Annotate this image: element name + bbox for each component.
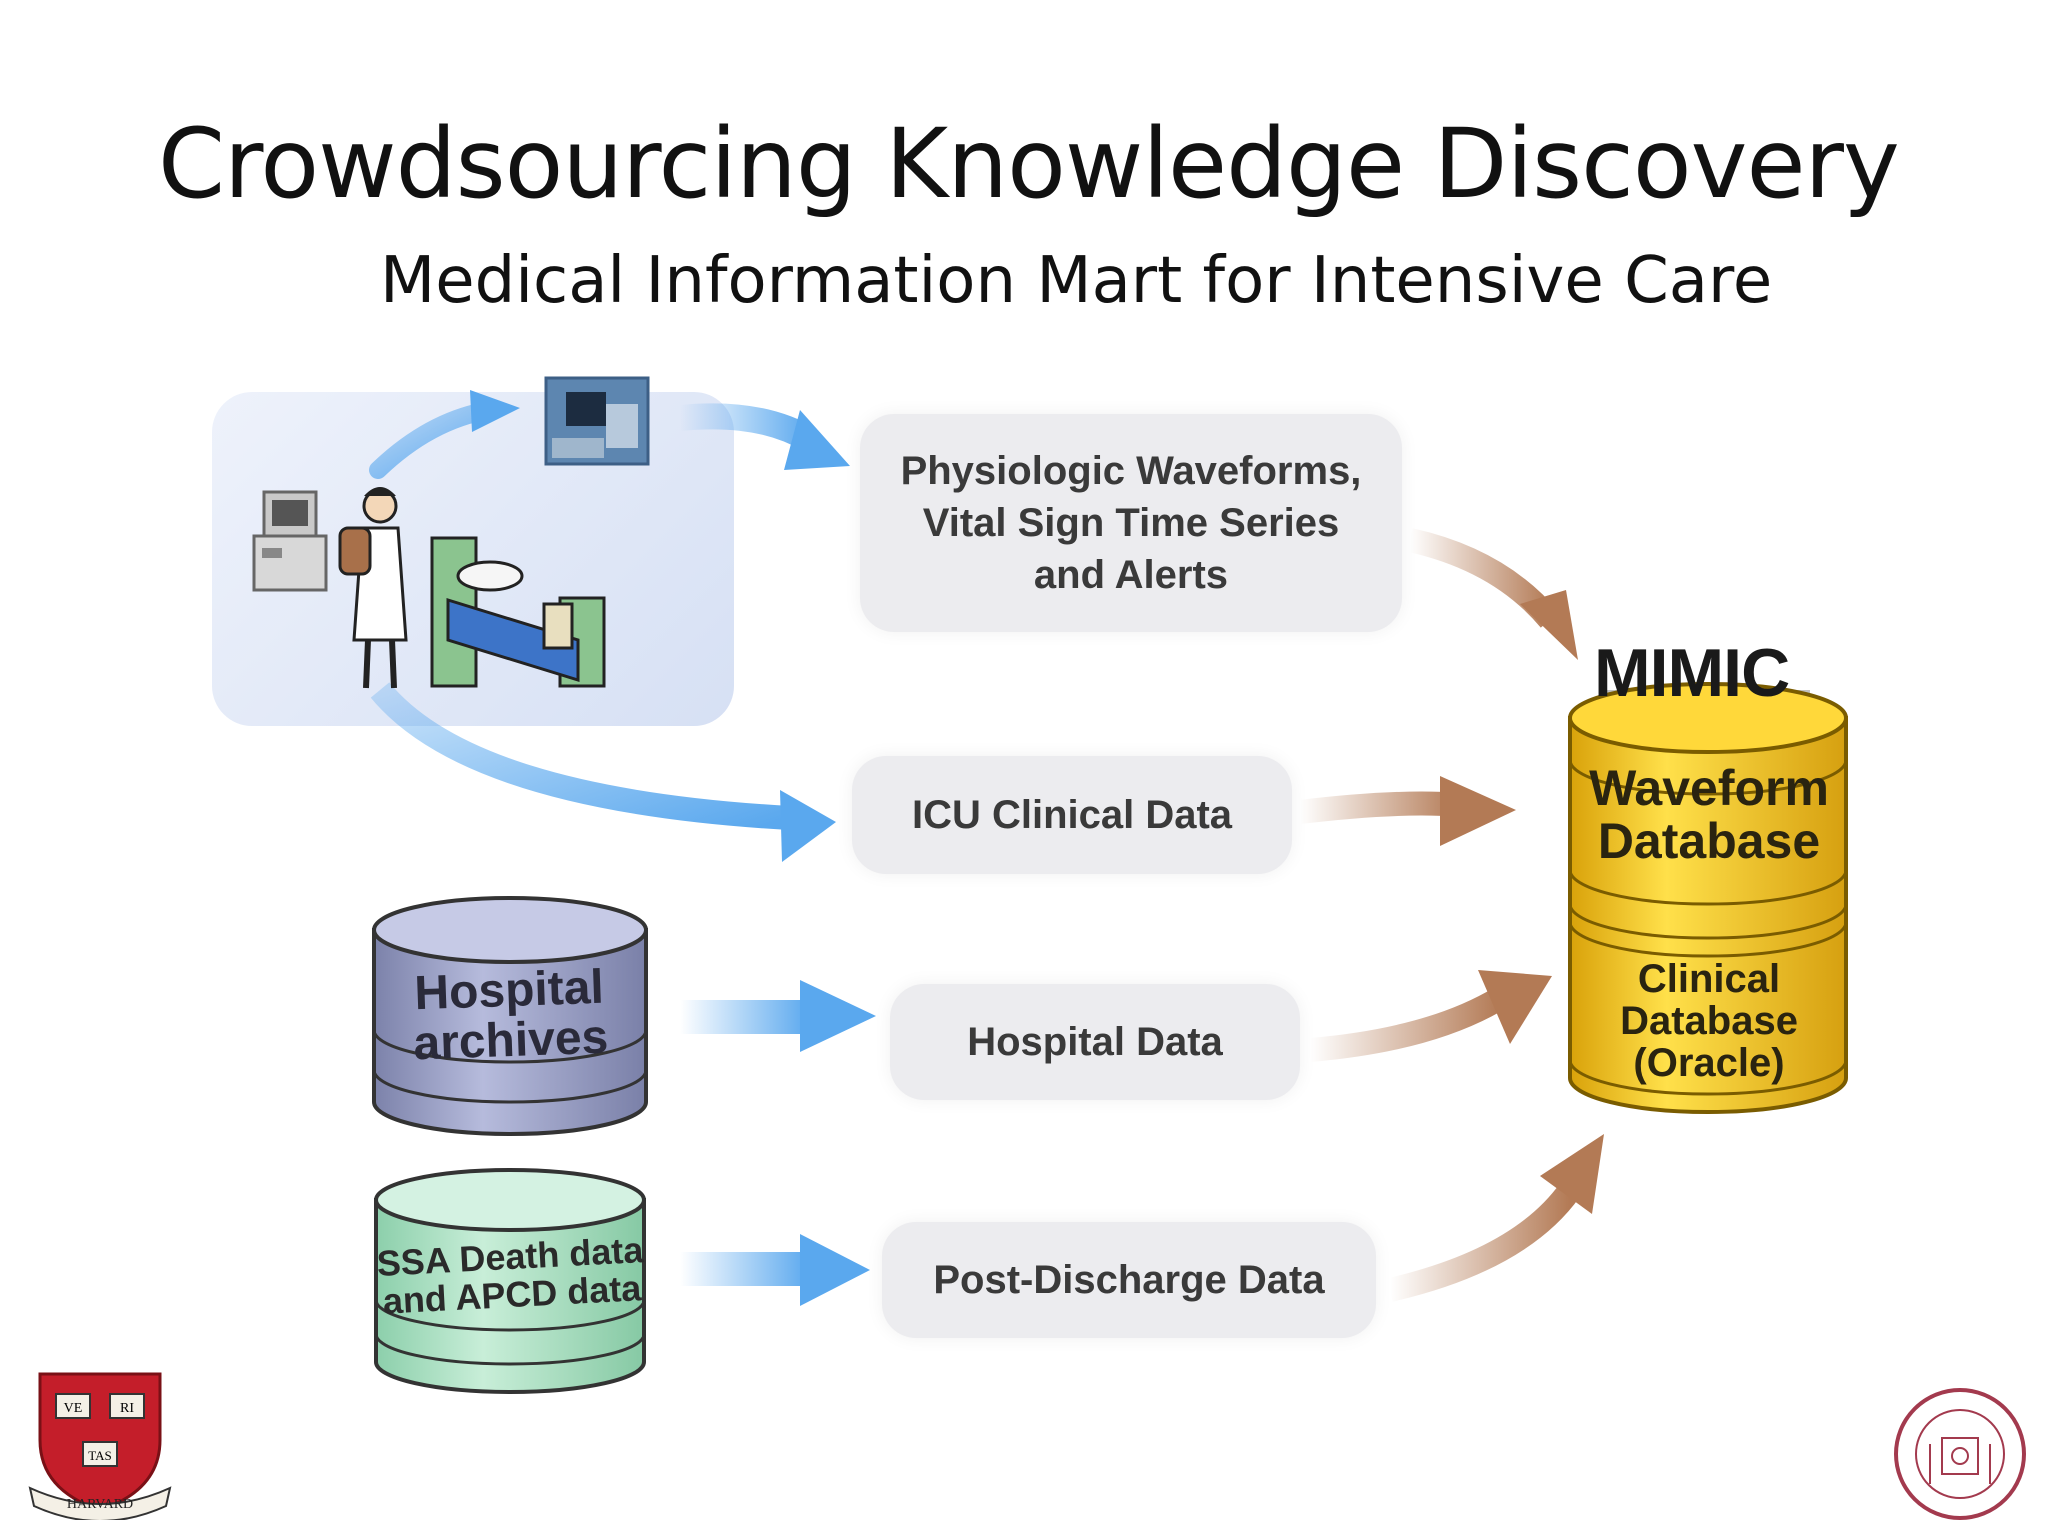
harvard-motto-tas: TAS — [88, 1448, 112, 1463]
hospital-data-label: Hospital Data — [967, 1020, 1223, 1064]
monitor-photo-icon — [544, 376, 650, 466]
hospital-bed-icon — [430, 536, 606, 688]
physiologic-waveforms-label: Physiologic Waveforms, Vital Sign Time S… — [900, 449, 1362, 597]
post-discharge-data-box: Post-Discharge Data — [882, 1222, 1376, 1338]
icu-clinical-data-label: ICU Clinical Data — [911, 793, 1233, 837]
slide-subtitle: Medical Information Mart for Intensive C… — [380, 244, 1773, 318]
harvard-motto-ve: VE — [64, 1401, 83, 1416]
arrow-waveforms-to-mimic — [1407, 528, 1578, 660]
arrow-doctor-to-monitor — [369, 390, 520, 479]
workstation-icon — [252, 490, 328, 592]
arrow-hospital-data-to-mimic — [1309, 970, 1552, 1062]
arrow-post-discharge-to-mimic — [1387, 1134, 1604, 1302]
harvard-banner-text: HARVARD — [67, 1497, 133, 1512]
arrow-ssa-to-post-discharge — [680, 1234, 870, 1306]
slide-title: Crowdsourcing Knowledge Discovery — [158, 108, 1900, 220]
arrow-monitor-to-waveforms — [678, 403, 850, 470]
physiologic-waveforms-box: Physiologic Waveforms, Vital Sign Time S… — [860, 414, 1402, 632]
harvard-motto-ri: RI — [120, 1401, 134, 1416]
hospital-archives-label: Hospital archives — [412, 960, 610, 1071]
hospital-archives-database — [372, 896, 648, 1136]
ssa-database — [374, 1168, 646, 1394]
mimic-label: MIMIC — [1594, 635, 1790, 711]
post-discharge-data-label: Post-Discharge Data — [933, 1258, 1325, 1302]
mit-seal — [1894, 1388, 2026, 1520]
ssa-death-data-label: SSA Death data and APCD data — [375, 1229, 645, 1322]
arrow-icu-clinical-to-mimic — [1298, 776, 1516, 846]
harvard-logo: VE RI TAS HARVARD — [28, 1372, 172, 1520]
hospital-data-box: Hospital Data — [890, 984, 1300, 1100]
icu-clinical-data-box: ICU Clinical Data — [852, 756, 1292, 874]
arrow-scene-to-icu-clinical — [370, 682, 836, 862]
waveform-database-label: Waveform Database — [1589, 760, 1829, 869]
arrow-archives-to-hospital-data — [680, 980, 876, 1052]
mimic-database — [1568, 682, 1848, 1114]
nurse-icon — [338, 487, 408, 689]
clinical-database-label: Clinical Database (Oracle) — [1620, 957, 1798, 1085]
